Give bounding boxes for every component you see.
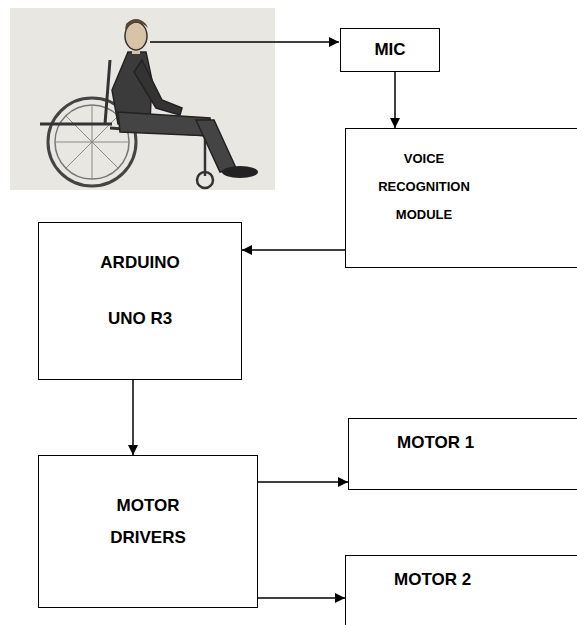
lower-leg	[196, 120, 236, 172]
voice-arrow	[150, 41, 339, 43]
input-box: MIC	[340, 28, 440, 72]
caster-wheel	[197, 172, 213, 188]
box-label: MOTOR 1	[397, 431, 474, 455]
arrow-connector	[132, 380, 134, 455]
arrow-connector	[242, 249, 345, 251]
motor-box: MOTOR 2	[345, 555, 577, 625]
box-label: ARDUINO UNO R3	[90, 235, 190, 347]
push-handle	[40, 123, 112, 126]
controller-box: ARDUINO UNO R3	[38, 222, 242, 380]
box-label: MOTOR DRIVERS	[93, 490, 203, 554]
illustration-background	[10, 8, 275, 190]
arrow-connector	[258, 481, 348, 483]
module-box: VOICE RECOGNITION MODULE	[345, 128, 577, 268]
driver-box: MOTOR DRIVERS	[38, 455, 258, 608]
box-label: MIC	[374, 40, 405, 60]
arm	[134, 60, 182, 115]
shoe	[222, 166, 258, 178]
box-label: MOTOR 2	[394, 568, 471, 592]
chair-back	[105, 60, 110, 124]
arrow-connector	[258, 597, 345, 599]
arrow-connector	[394, 72, 396, 128]
hair	[125, 19, 148, 30]
box-label: VOICE RECOGNITION MODULE	[364, 145, 484, 229]
motor-box: MOTOR 1	[348, 418, 577, 490]
